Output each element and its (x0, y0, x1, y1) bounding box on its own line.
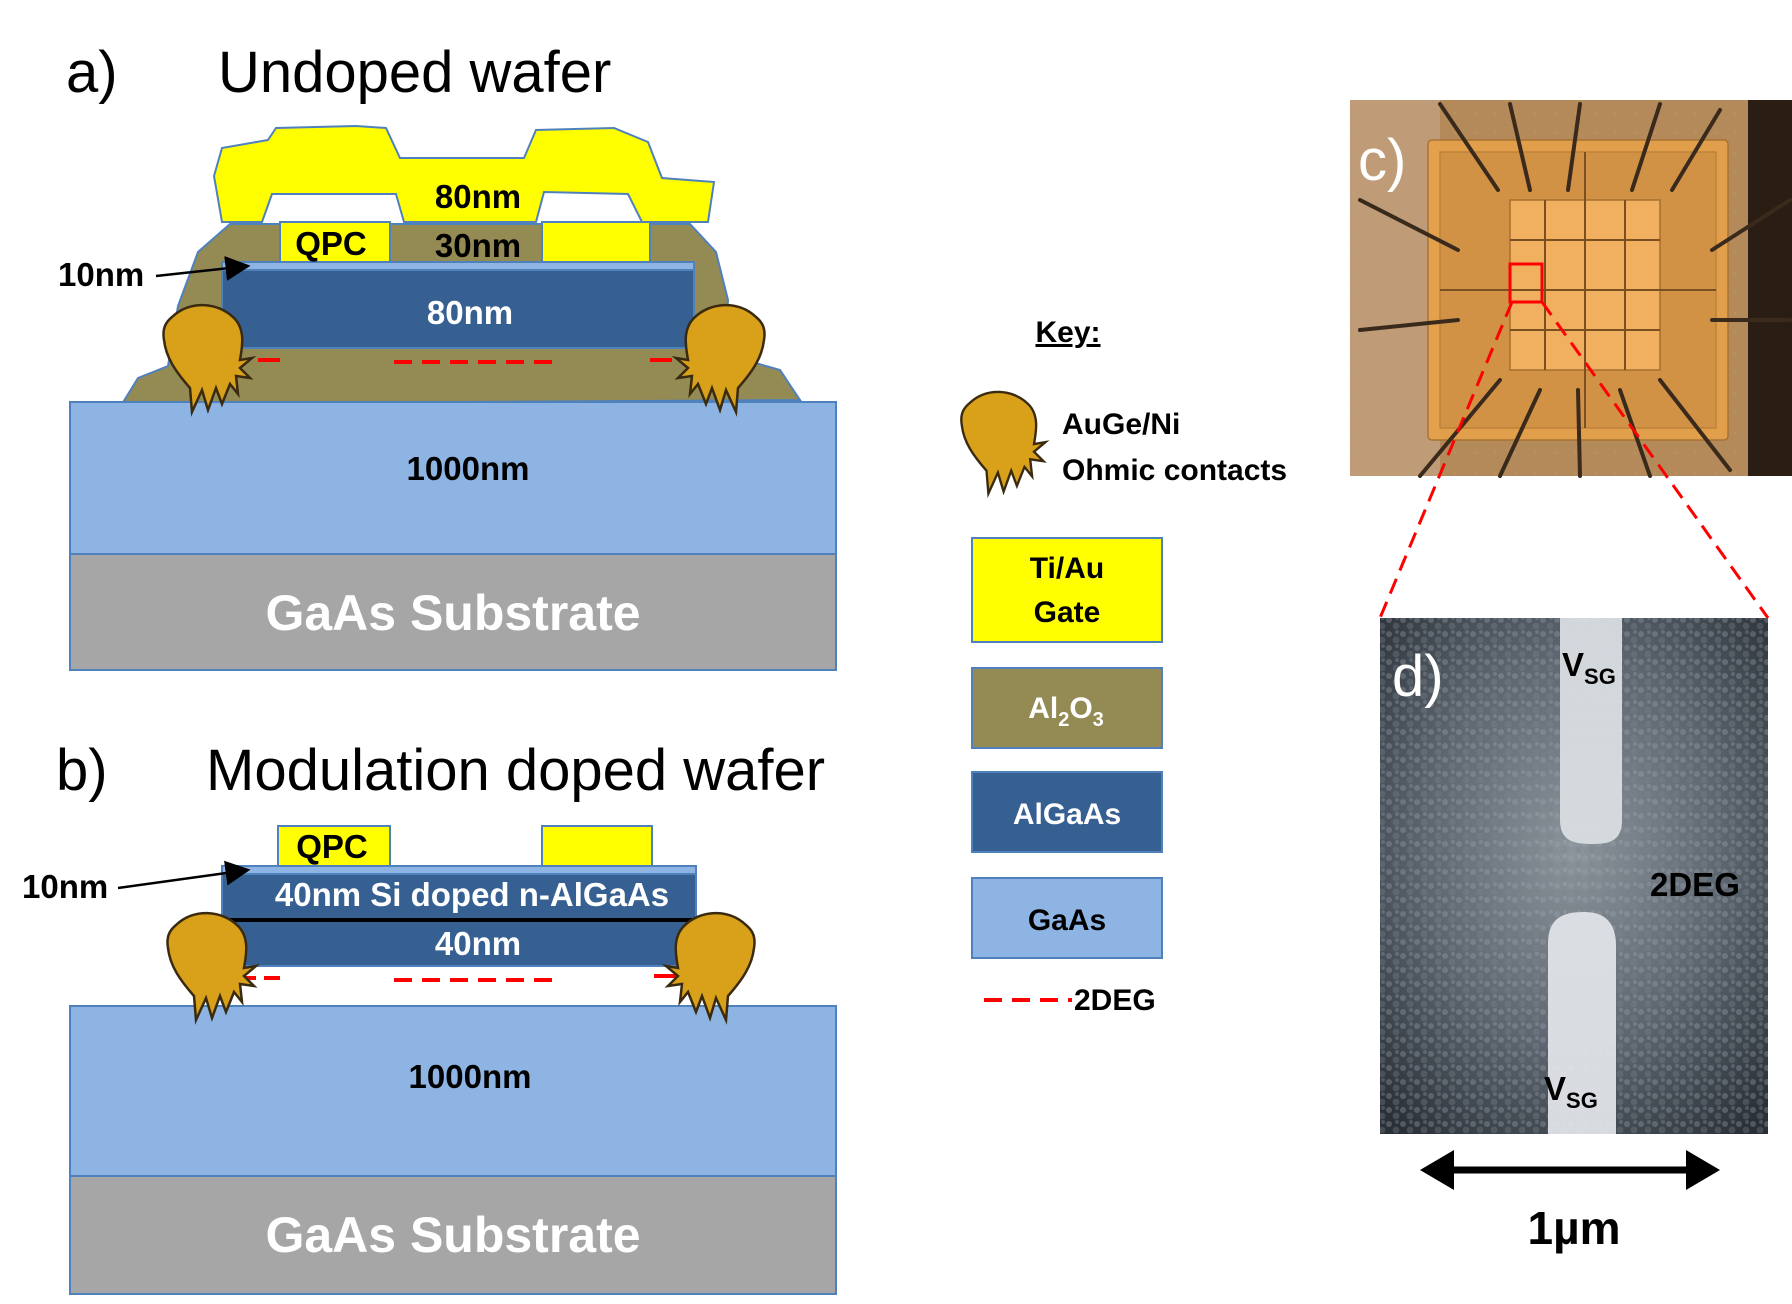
substrate-label: GaAs Substrate (265, 1207, 640, 1263)
scale-arrow-right (1686, 1150, 1720, 1190)
panel-a-letter: a) (66, 40, 118, 105)
doped-layer-label: 40nm Si doped n-AlGaAs (275, 876, 669, 913)
algaas-thickness: 80nm (427, 294, 513, 331)
cap-thickness: 10nm (58, 256, 144, 293)
key-gate-line2: Gate (1034, 596, 1101, 629)
panel-a-title: Undoped wafer (218, 40, 611, 105)
split-gate-top (1560, 618, 1622, 844)
zoom-box (1508, 262, 1544, 304)
key-gaas-label: GaAs (1028, 904, 1106, 937)
panel-c-letter: c) (1358, 128, 1406, 193)
panel-a: a) Undoped wafer GaAs Substrate 1000nm 8… (58, 40, 837, 671)
substrate-layer (69, 553, 837, 671)
scale-label: 1µm (1528, 1202, 1621, 1254)
panel-b: b) Modulation doped wafer GaAs Substrate… (22, 738, 837, 1295)
key-algaas-swatch (971, 771, 1163, 853)
gaas-layer (69, 1005, 837, 1177)
substrate-label: GaAs Substrate (265, 585, 640, 641)
key-algaas-label: AlGaAs (1013, 798, 1121, 831)
gaas-layer (69, 401, 837, 555)
doped-layer (221, 873, 697, 921)
gaas-thickness: 1000nm (407, 450, 530, 487)
spacer-thickness: 40nm (435, 925, 521, 962)
device-traces (1440, 152, 1716, 428)
cap-layer (221, 865, 697, 875)
key-gate-line1: Ti/Au (1030, 552, 1104, 585)
top-gate-thickness: 80nm (435, 178, 521, 215)
key-oxide-label: Al2O3 (1028, 692, 1104, 731)
qpc-gate-left (279, 221, 391, 263)
gaas-thickness: 1000nm (409, 1058, 532, 1095)
key: Key: AuGe/Ni Ohmic contacts Ti/Au Gate A… (960, 316, 1287, 1017)
panel-c: c) (1350, 100, 1792, 478)
key-gate-swatch (971, 537, 1163, 643)
key-ohmic-icon (960, 390, 1047, 495)
cap-thickness: 10nm (22, 868, 108, 905)
key-ohmic-line1: AuGe/Ni (1062, 408, 1180, 441)
panel-d: d) VSG VSG 2DEG (1380, 618, 1768, 1134)
qpc-label: QPC (295, 225, 367, 262)
vsg-bottom-label: VSG (1544, 1070, 1598, 1113)
key-ohmic-line2: Ohmic contacts (1062, 454, 1287, 487)
micrograph-left-edge (1350, 100, 1440, 476)
key-title: Key: (1035, 316, 1100, 349)
micrograph-right-edge (1748, 100, 1792, 476)
vsg-top-label: VSG (1562, 646, 1616, 689)
qpc-gate-left (277, 825, 391, 867)
cap-arrow (155, 256, 251, 281)
key-twodeg-label: 2DEG (1074, 984, 1156, 1017)
qpc-label: QPC (296, 828, 368, 865)
scale-arrow-left (1420, 1150, 1454, 1190)
qpc-gate-right (541, 221, 651, 263)
panel-b-title: Modulation doped wafer (206, 738, 825, 803)
cap-layer (221, 261, 695, 271)
oxide-thickness: 30nm (435, 227, 521, 264)
twodeg-label: 2DEG (1650, 866, 1740, 903)
key-oxide-swatch (971, 667, 1163, 749)
key-gaas-swatch (971, 877, 1163, 959)
algaas-layer (221, 267, 695, 349)
cap-arrow (117, 860, 251, 890)
zoom-line-right (1540, 301, 1770, 619)
split-gate-bottom (1548, 912, 1616, 1134)
panel-d-letter: d) (1392, 644, 1444, 709)
scale-bar: 1µm (1420, 1150, 1720, 1254)
zoom-line-left (1378, 301, 1514, 619)
top-gate (212, 124, 716, 223)
qpc-gate-right (541, 825, 653, 867)
panel-b-letter: b) (56, 738, 108, 803)
